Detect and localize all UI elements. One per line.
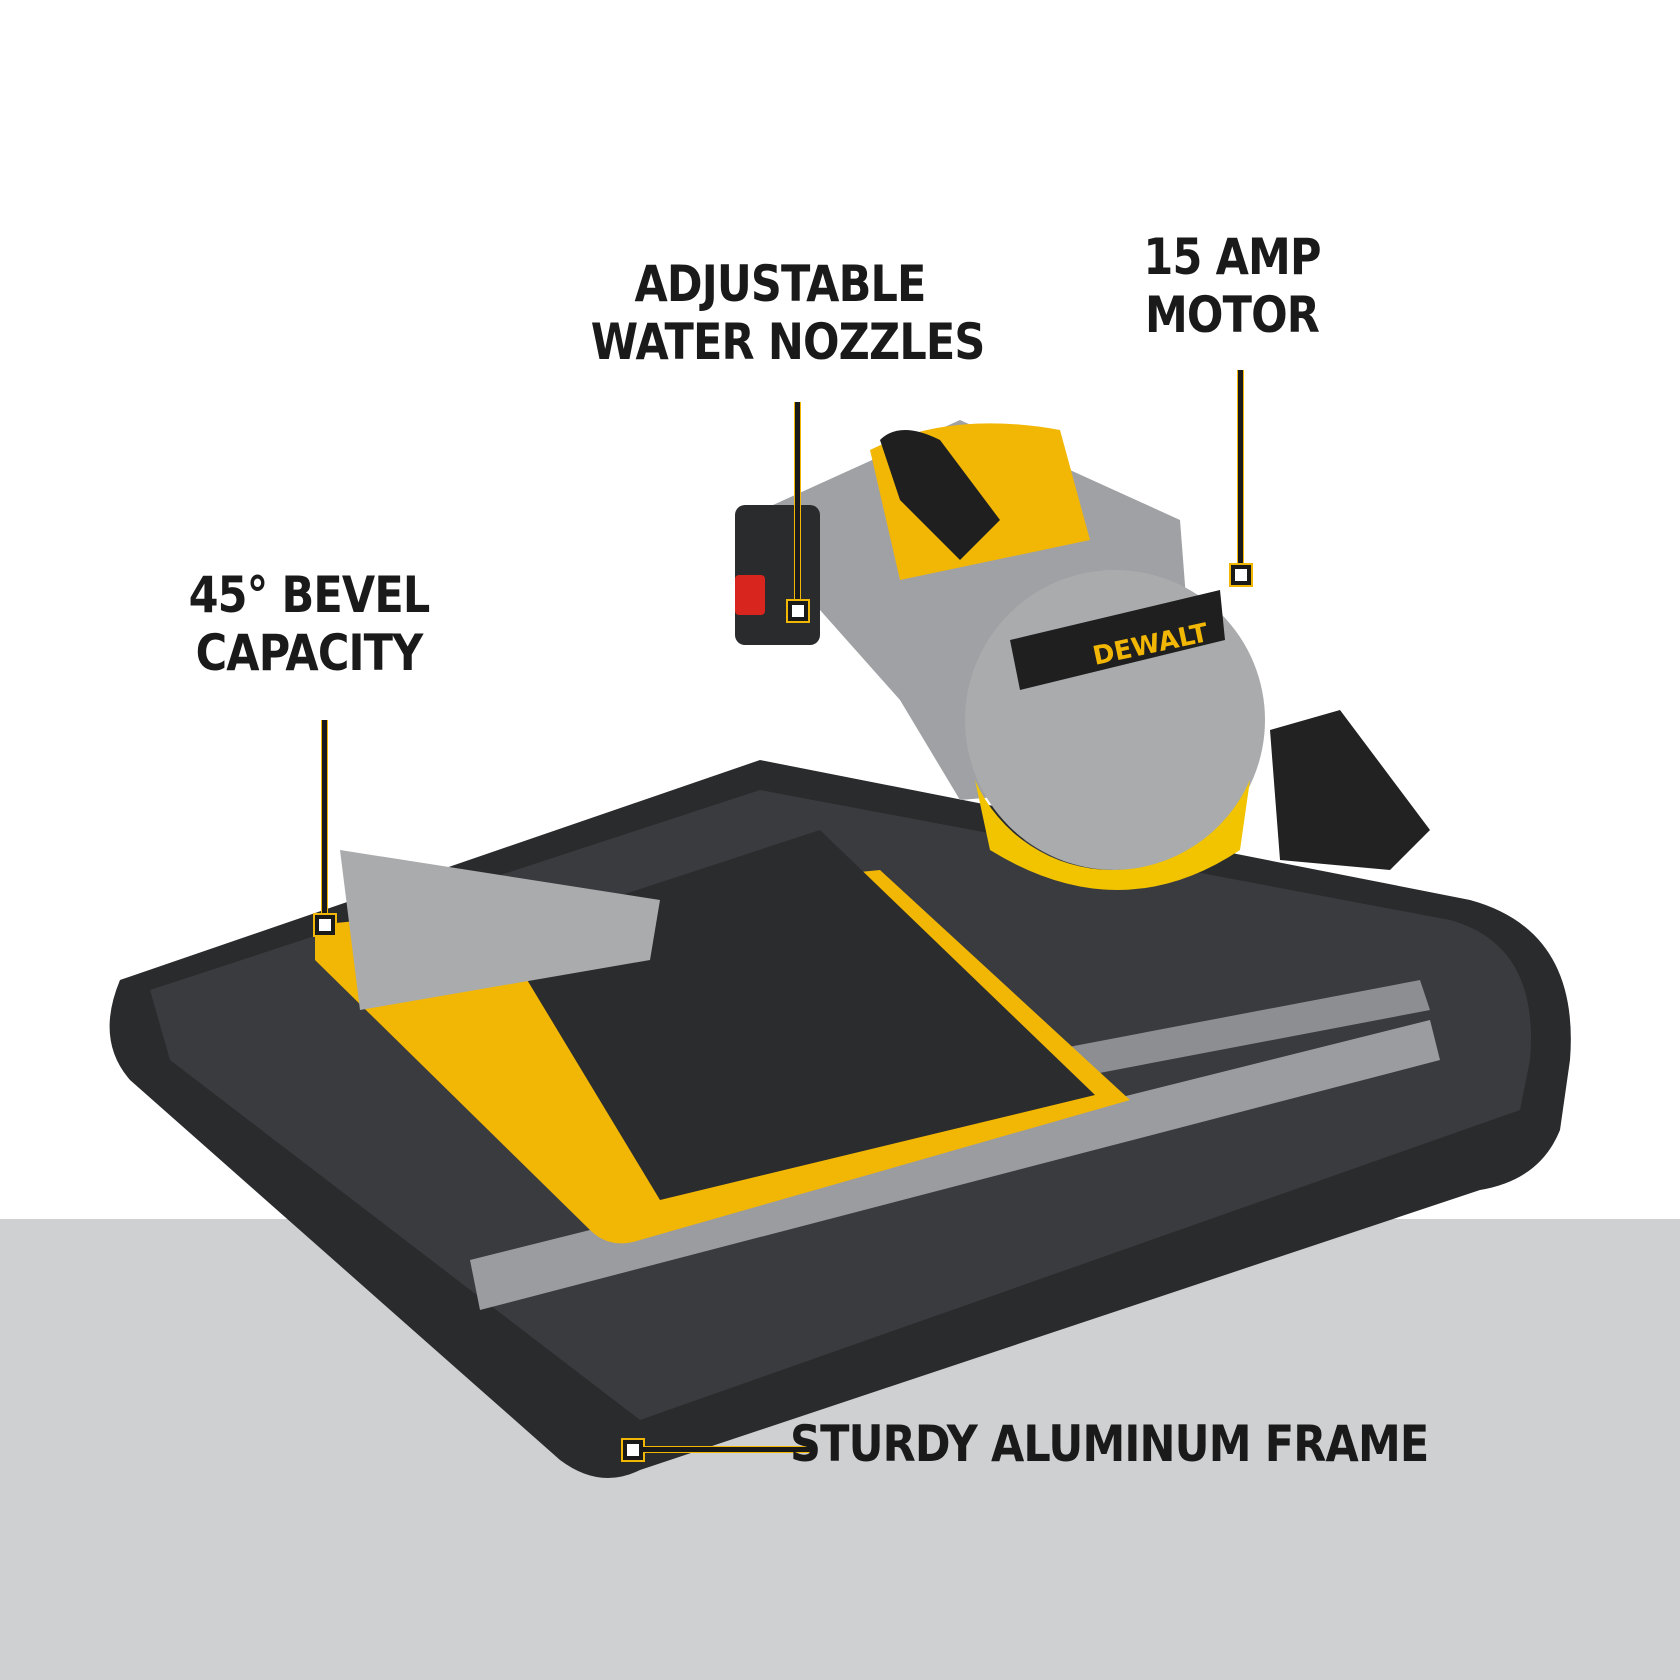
callout-motor-line1: 15 AMP [1143, 228, 1321, 286]
callout-motor-line2: MOTOR [1144, 286, 1320, 344]
red-switch [735, 575, 765, 615]
miter-guide [340, 850, 660, 1010]
callout-water-nozzles-leader [794, 402, 801, 602]
callout-bevel: 45° BEVEL CAPACITY [180, 566, 438, 682]
callout-bevel-line1: 45° BEVEL [188, 566, 431, 624]
callout-water-nozzles-marker [786, 599, 810, 623]
callout-water-nozzles-line2: WATER NOZZLES [590, 313, 986, 371]
callout-bevel-line2: CAPACITY [195, 624, 424, 682]
handle [880, 430, 1000, 560]
callout-water-nozzles-line1: ADJUSTABLE [634, 255, 926, 313]
aluminum-rail-back [1000, 980, 1430, 1090]
callout-frame-leader [643, 1446, 813, 1453]
callout-bevel-leader [321, 720, 328, 916]
callout-motor-leader [1237, 370, 1244, 566]
callout-bevel-marker [313, 913, 337, 937]
callout-motor-marker [1229, 563, 1253, 587]
callout-frame-marker [621, 1438, 645, 1462]
callout-motor: 15 AMP MOTOR [1103, 228, 1361, 344]
blade [975, 780, 1250, 890]
callout-water-nozzles: ADJUSTABLE WATER NOZZLES [590, 255, 986, 371]
aluminum-rail [470, 1020, 1440, 1310]
callout-frame: STURDY ALUMINUM FRAME [790, 1415, 1429, 1473]
water-deflector [1270, 710, 1430, 870]
logo-band [1010, 590, 1225, 690]
